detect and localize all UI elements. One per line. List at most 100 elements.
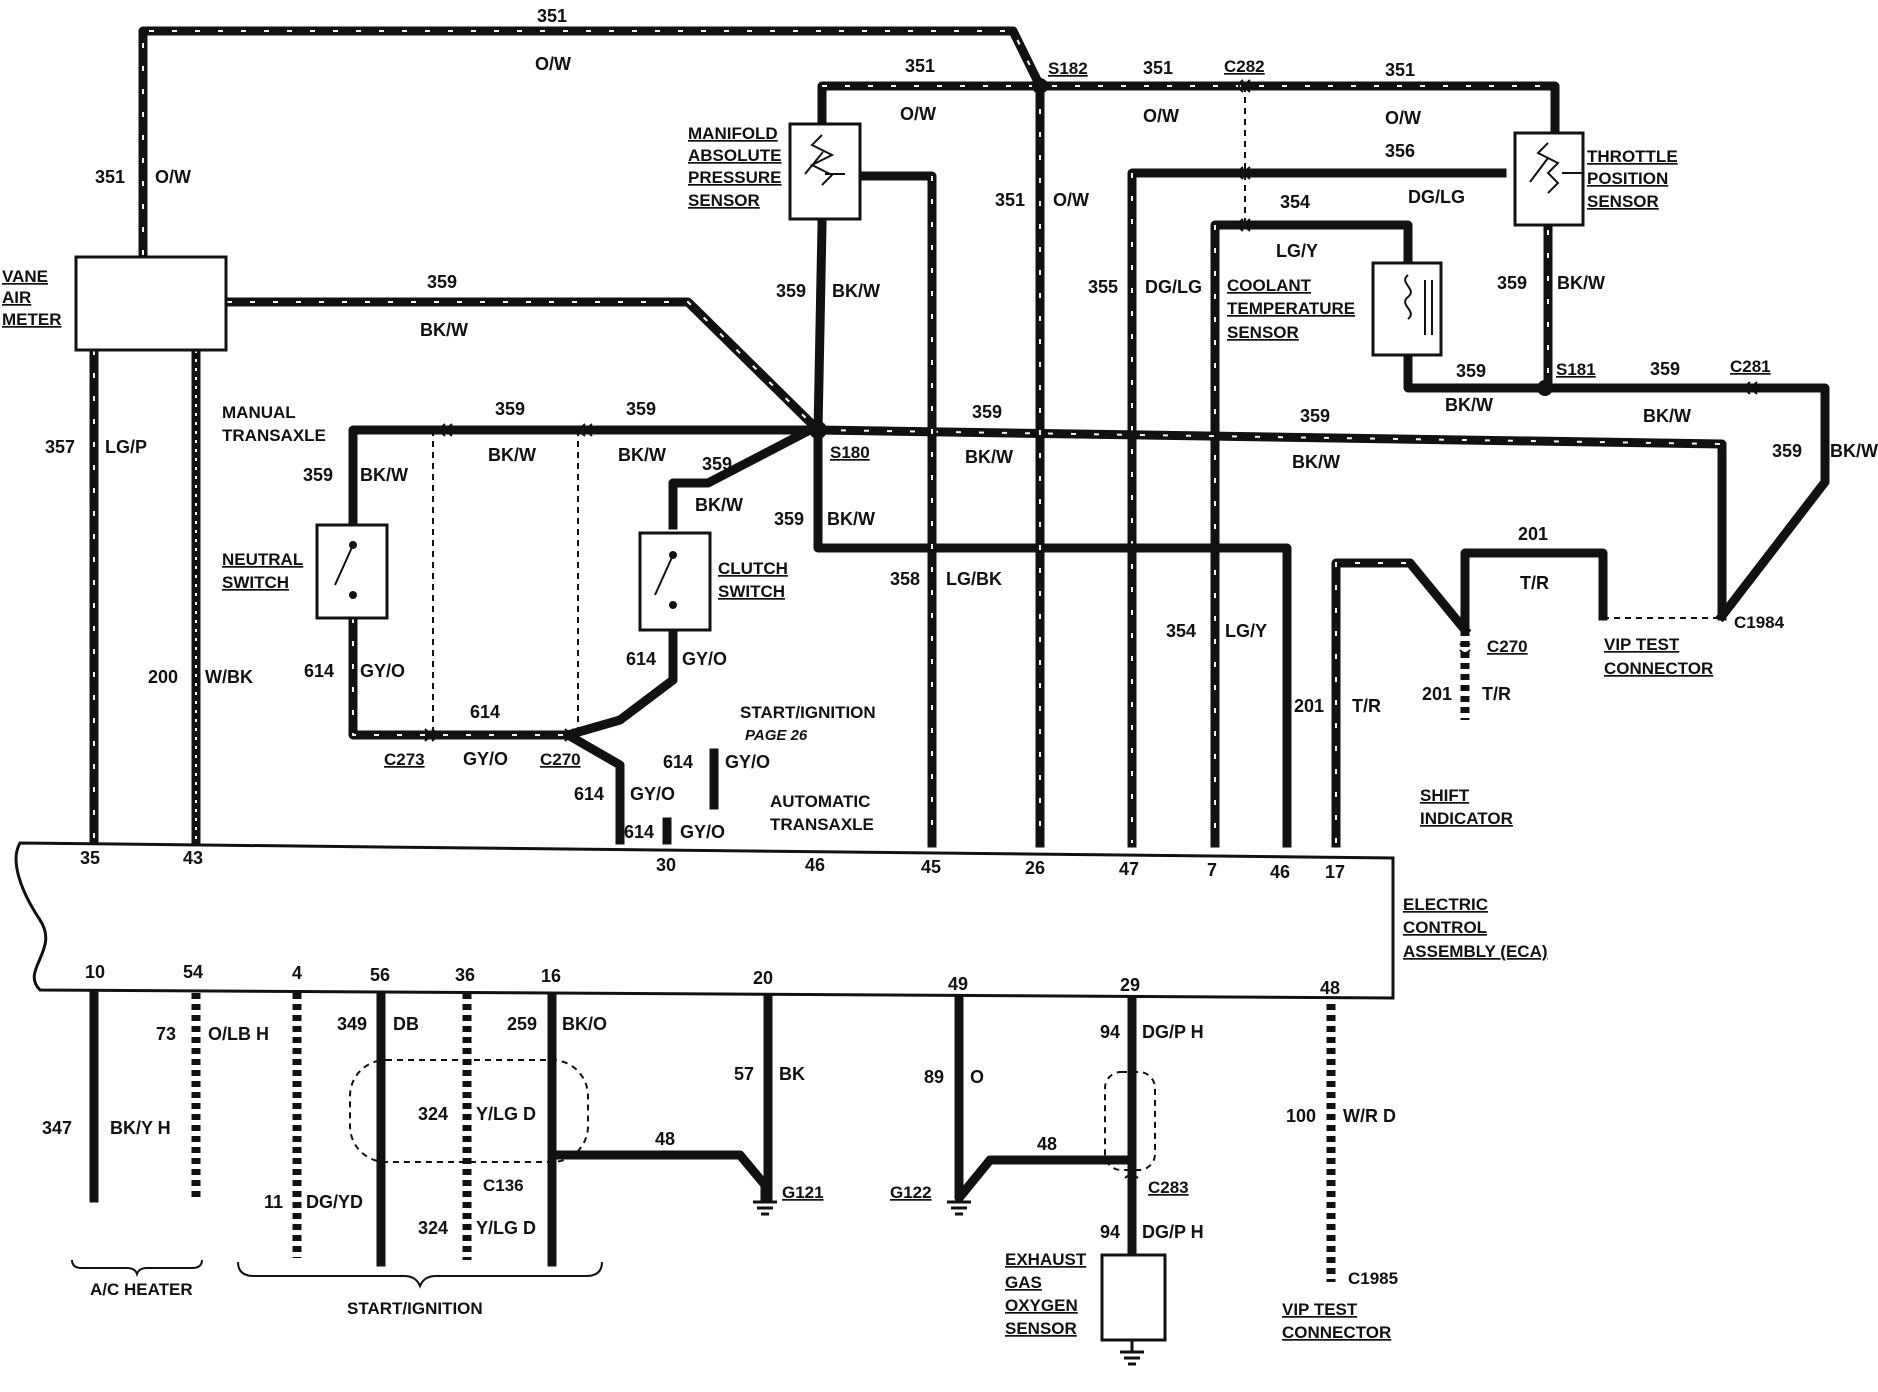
ego-sensor-box [1100, 1253, 1167, 1342]
eca-pin: 16 [541, 966, 561, 986]
svg-text:LG/P: LG/P [105, 437, 147, 457]
svg-text:351: 351 [1385, 60, 1415, 80]
eca-pin-numbers-top: 35 43 30 46 45 26 47 7 46 17 [80, 848, 1345, 882]
svg-text:BK/W: BK/W [832, 281, 880, 301]
svg-text:BK/W: BK/W [488, 445, 536, 465]
svg-text:O/W: O/W [535, 54, 571, 74]
svg-text:ELECTRIC: ELECTRIC [1403, 895, 1488, 914]
svg-text:94: 94 [1100, 1222, 1120, 1242]
svg-text:359: 359 [626, 399, 656, 419]
svg-text:LG/Y: LG/Y [1276, 241, 1318, 261]
neutral-switch-icon [334, 544, 354, 586]
vip-test-connector-bottom-label: VIP TEST CONNECTOR [1282, 1300, 1391, 1342]
neutral-switch-label: NEUTRAL SWITCH [222, 550, 303, 592]
eca-pin: 17 [1325, 862, 1345, 882]
manual-transaxle-label: MANUAL TRANSAXLE [222, 403, 326, 445]
eca-pin: 45 [921, 857, 941, 877]
manual-transaxle-dashes [432, 430, 579, 735]
svg-text:CLUTCH: CLUTCH [718, 559, 788, 578]
svg-text:358: 358 [890, 569, 920, 589]
svg-text:BK: BK [779, 1064, 805, 1084]
ground-symbols [753, 1200, 1144, 1366]
svg-text:C282: C282 [1224, 57, 1265, 76]
svg-text:METER: METER [2, 310, 62, 329]
svg-text:359: 359 [495, 399, 525, 419]
eca-pin: 10 [85, 962, 105, 982]
eca-pin: 30 [656, 855, 676, 875]
svg-text:THROTTLE: THROTTLE [1587, 147, 1678, 166]
svg-text:T/R: T/R [1352, 696, 1381, 716]
svg-text:354: 354 [1280, 192, 1310, 212]
wires-bottom [89, 988, 1336, 1282]
svg-text:351: 351 [95, 167, 125, 187]
eca-pin: 49 [948, 974, 968, 994]
svg-text:DG/LG: DG/LG [1408, 187, 1465, 207]
svg-text:C136: C136 [483, 1176, 524, 1195]
wire-354-lg-y [1210, 220, 1413, 848]
svg-text:W/BK: W/BK [205, 667, 253, 687]
wire-labels: 351 O/W 351 O/W 351 O/W 351 O/W 351 O/W … [42, 6, 1878, 1242]
svg-text:359: 359 [1772, 441, 1802, 461]
svg-text:359: 359 [1300, 406, 1330, 426]
svg-text:LG/Y: LG/Y [1225, 621, 1267, 641]
svg-text:347: 347 [42, 1118, 72, 1138]
svg-text:351: 351 [1143, 58, 1173, 78]
svg-text:O/W: O/W [1143, 106, 1179, 126]
eca-pin: 54 [183, 962, 203, 982]
svg-text:SHIFT: SHIFT [1420, 786, 1470, 805]
svg-text:357: 357 [45, 437, 75, 457]
svg-text:INDICATOR: INDICATOR [1420, 809, 1513, 828]
wire-614-gy-o [348, 613, 719, 845]
eca-pin: 29 [1120, 975, 1140, 995]
eca-pin: 7 [1207, 860, 1217, 880]
svg-text:200: 200 [148, 667, 178, 687]
tps-box [1513, 131, 1585, 227]
eca-pin: 56 [370, 965, 390, 985]
svg-text:CONNECTOR: CONNECTOR [1282, 1323, 1391, 1342]
svg-text:ABSOLUTE: ABSOLUTE [688, 146, 782, 165]
svg-text:GY/O: GY/O [680, 822, 725, 842]
splice-s182 [1032, 78, 1048, 94]
svg-text:GY/O: GY/O [725, 752, 770, 772]
svg-text:PAGE 26: PAGE 26 [745, 727, 808, 744]
svg-text:DG/LG: DG/LG [1145, 277, 1202, 297]
svg-text:GY/O: GY/O [630, 784, 675, 804]
svg-text:614: 614 [624, 822, 654, 842]
shield-ellipse-ego [1104, 1071, 1156, 1171]
svg-text:BK/W: BK/W [1830, 441, 1878, 461]
svg-text:BK/W: BK/W [695, 495, 743, 515]
start-ignition-ref-label: START/IGNITION PAGE 26 [740, 703, 876, 744]
svg-text:NEUTRAL: NEUTRAL [222, 550, 303, 569]
shield-ellipse [349, 1059, 589, 1163]
svg-text:351: 351 [537, 6, 567, 26]
svg-text:S182: S182 [1048, 59, 1088, 78]
svg-text:GAS: GAS [1005, 1273, 1042, 1292]
svg-text:259: 259 [507, 1014, 537, 1034]
svg-text:AUTOMATIC: AUTOMATIC [770, 792, 870, 811]
splice-s180 [809, 421, 827, 439]
svg-text:VANE: VANE [2, 267, 48, 286]
coolant-sensor-box [1371, 261, 1443, 357]
svg-text:O/LB H: O/LB H [208, 1024, 269, 1044]
svg-text:BK/Y H: BK/Y H [110, 1118, 171, 1138]
svg-text:DG/YD: DG/YD [306, 1192, 363, 1212]
svg-text:89: 89 [924, 1067, 944, 1087]
svg-text:201: 201 [1518, 524, 1548, 544]
svg-text:C281: C281 [1730, 357, 1771, 376]
svg-text:BK/W: BK/W [827, 509, 875, 529]
eca-pin: 47 [1119, 859, 1139, 879]
svg-text:C273: C273 [384, 750, 425, 769]
svg-text:614: 614 [304, 661, 334, 681]
svg-text:T/R: T/R [1520, 573, 1549, 593]
svg-text:TRANSAXLE: TRANSAXLE [222, 426, 326, 445]
svg-text:201: 201 [1422, 684, 1452, 704]
svg-text:359: 359 [776, 281, 806, 301]
eca-pin: 46 [1270, 862, 1290, 882]
tps-label: THROTTLE POSITION SENSOR [1587, 147, 1678, 211]
svg-text:11: 11 [264, 1192, 283, 1212]
coolant-coil-icon [1404, 274, 1433, 335]
svg-text:MANUAL: MANUAL [222, 403, 296, 422]
coolant-sensor-label: COOLANT TEMPERATURE SENSOR [1227, 276, 1355, 342]
svg-text:C1984: C1984 [1734, 613, 1785, 632]
